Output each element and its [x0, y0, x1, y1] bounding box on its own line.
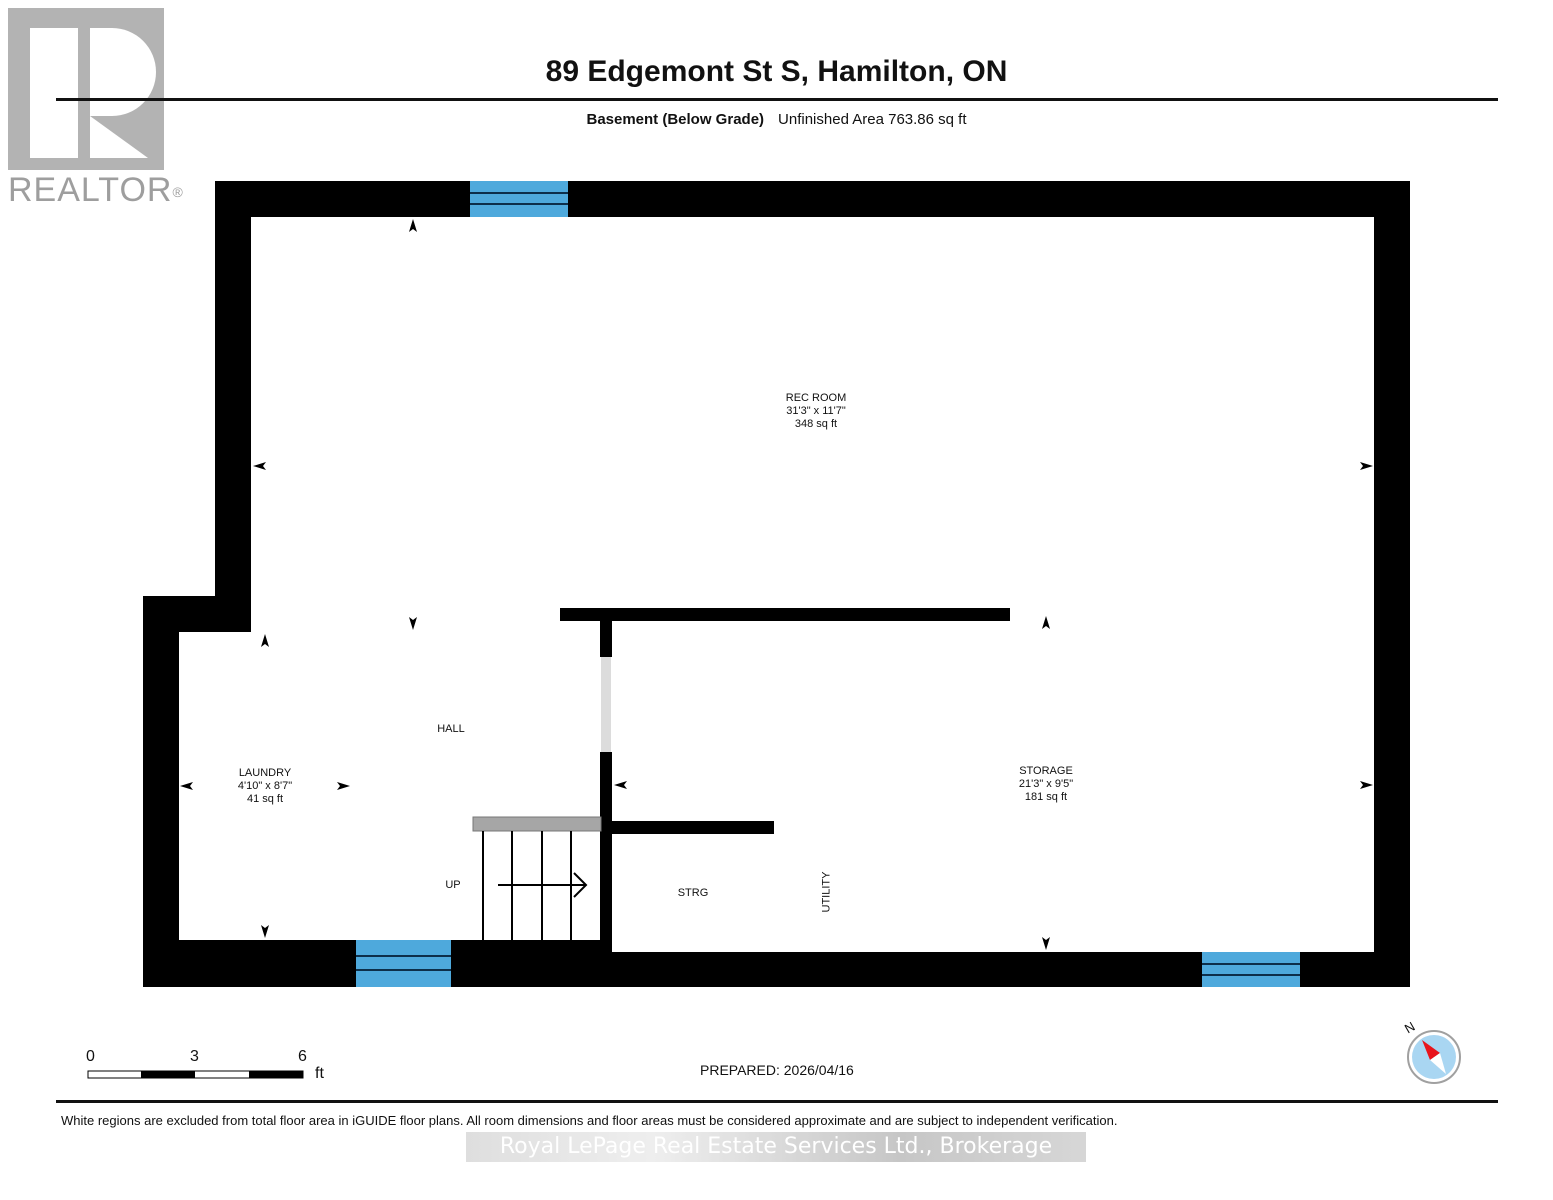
room-utility: UTILITY [820, 871, 833, 913]
realtor-r-icon [30, 28, 156, 158]
property-address-title: 89 Edgemont St S, Hamilton, ON [545, 55, 1008, 88]
room-area: 348 sq ft [794, 418, 838, 430]
room-name: STORAGE [1019, 765, 1073, 777]
room-name: LAUNDRY [238, 767, 292, 779]
stairs-up-label: UP [445, 879, 461, 891]
compass-icon [1407, 1030, 1461, 1084]
realtor-logo-mark [8, 8, 164, 170]
room-dimensions: 4'10" x 8'7" [237, 780, 293, 792]
room-strg: STRG [677, 887, 709, 899]
room-storage: STORAGE 21'3" x 9'5" 181 sq ft [1019, 765, 1073, 804]
area-label: Unfinished Area 763.86 sq ft [778, 111, 967, 128]
room-rec-room: REC ROOM 31'3" x 11'7" 348 sq ft [786, 392, 847, 431]
disclaimer-text: White regions are excluded from total fl… [61, 1113, 1118, 1128]
dimension-arrows [180, 219, 1373, 950]
level-summary: Basement (Below Grade) Unfinished Area 76… [0, 110, 1553, 130]
stairs [472, 816, 602, 940]
level-label: Basement (Below Grade) [586, 111, 765, 128]
realtor-logo-text: REALTOR® [8, 171, 184, 209]
interior-walls [560, 608, 1010, 952]
footer-divider [56, 1100, 1498, 1103]
room-dimensions: 31'3" x 11'7" [786, 405, 846, 417]
brokerage-watermark: Royal LePage Real Estate Services Ltd., … [466, 1132, 1086, 1162]
windows [356, 181, 1300, 987]
exterior-walls [143, 181, 1410, 987]
room-area: 181 sq ft [1024, 791, 1068, 803]
room-name: REC ROOM [785, 392, 847, 404]
scale-tick-6: 6 [298, 1048, 307, 1065]
header-divider [56, 98, 1498, 101]
room-laundry: LAUNDRY 4'10" x 8'7" 41 sq ft [238, 767, 292, 806]
scale-tick-3: 3 [190, 1048, 199, 1065]
room-hall: HALL [437, 723, 465, 735]
doorway-opening [601, 657, 611, 752]
scale-bar-graphic [87, 1070, 304, 1079]
scale-tick-0: 0 [86, 1048, 95, 1065]
room-area: 41 sq ft [246, 793, 284, 805]
room-dimensions: 21'3" x 9'5" [1018, 778, 1074, 790]
prepared-date: PREPARED: 2026/04/16 [700, 1062, 854, 1078]
scale-unit: ft [315, 1065, 324, 1082]
